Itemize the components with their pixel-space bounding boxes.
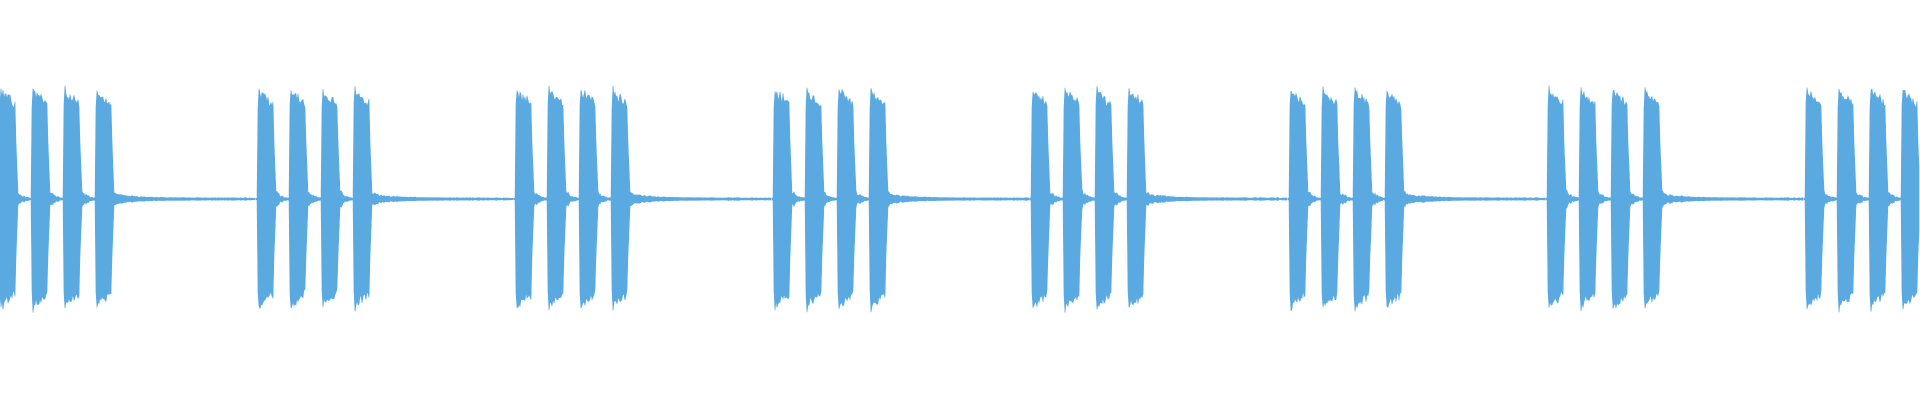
- waveform-group-2: [255, 86, 514, 312]
- waveform-group-1: [0, 85, 256, 313]
- waveform-group-7: [1545, 85, 1804, 312]
- waveform-group-4: [771, 87, 1030, 313]
- waveform-group-5: [1029, 85, 1288, 313]
- waveform-group-3: [513, 85, 772, 311]
- waveform-group-8: [1803, 87, 1920, 313]
- waveform-group-6: [1287, 86, 1546, 312]
